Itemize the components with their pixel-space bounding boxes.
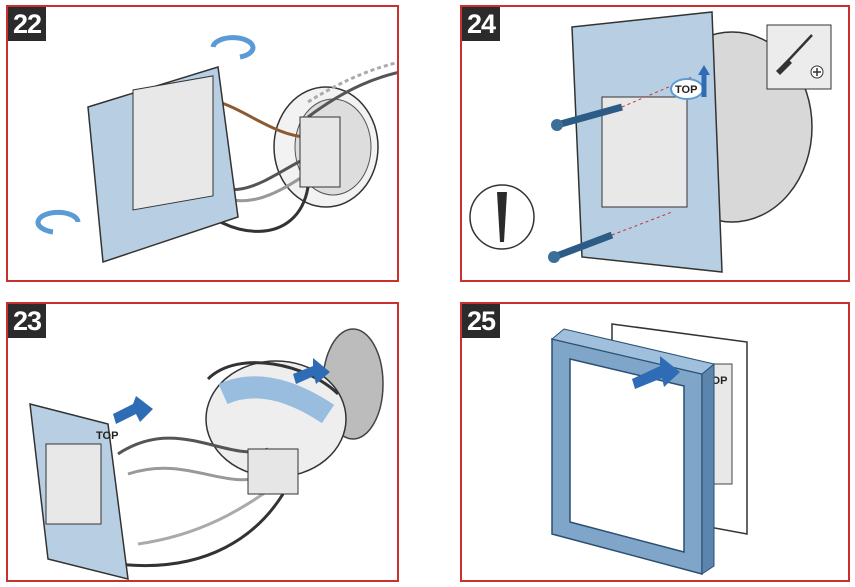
screw-bottom bbox=[548, 231, 614, 263]
screwdriver-plus-icon bbox=[766, 24, 832, 90]
step-23-panel: 23 TOP bbox=[6, 302, 399, 582]
step-23-illustration: TOP bbox=[29, 328, 384, 580]
insert-arrow-right bbox=[293, 358, 330, 384]
step-24-panel: 24 TOP bbox=[460, 5, 850, 282]
step-25-number: 25 bbox=[462, 304, 501, 338]
step-22-illustration bbox=[35, 35, 397, 264]
rotate-arrow-top bbox=[210, 35, 256, 60]
rotate-arrow-bottom bbox=[35, 209, 81, 235]
insert-arrow-left bbox=[113, 396, 153, 424]
cover-frame bbox=[550, 328, 716, 575]
step-25-illustration: TOP bbox=[550, 323, 748, 575]
step-24-illustration: TOP bbox=[469, 11, 832, 273]
top-label: TOP bbox=[96, 430, 118, 442]
screw-top bbox=[551, 103, 623, 131]
top-label: TOP bbox=[675, 84, 697, 96]
step-25-panel: 25 TOP bbox=[460, 302, 850, 582]
step-23-number: 23 bbox=[8, 304, 47, 338]
insert-arrow bbox=[632, 356, 680, 389]
step-24-number: 24 bbox=[462, 7, 501, 41]
step-22-number: 22 bbox=[8, 7, 47, 41]
step-22-panel: 22 bbox=[6, 5, 399, 282]
